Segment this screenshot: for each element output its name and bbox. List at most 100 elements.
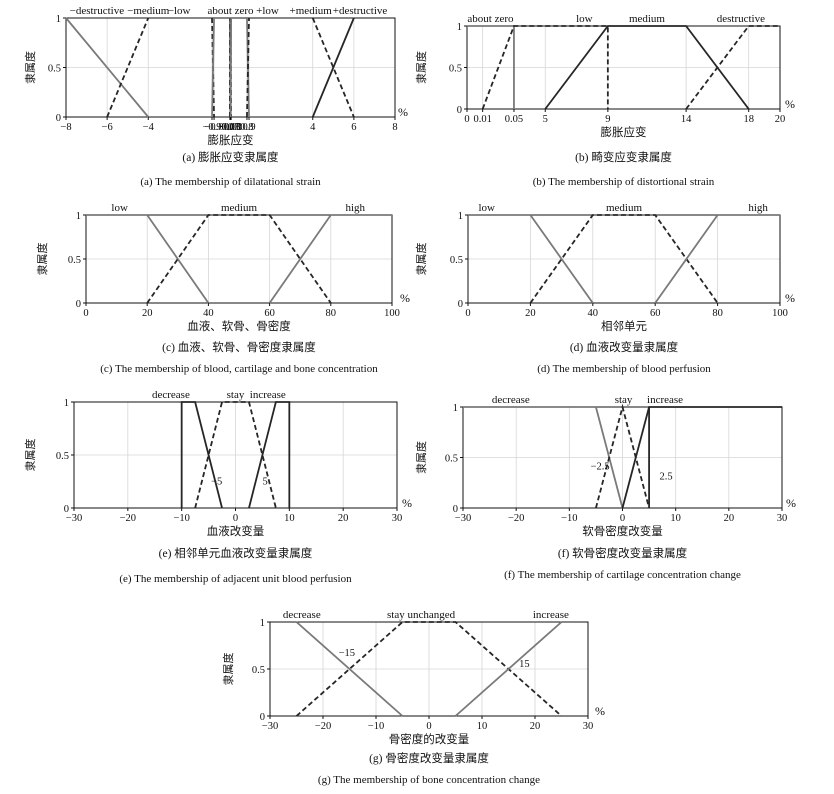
y-tick-label: 0: [64, 504, 69, 515]
unit-label: %: [785, 291, 795, 305]
term-label: medium: [629, 13, 665, 25]
y-tick-label: 0: [76, 299, 81, 310]
y-tick-label: 0.5: [449, 64, 462, 75]
unit-label: %: [785, 97, 795, 111]
x-axis-label: 相邻单元: [601, 320, 647, 333]
x-tick-label: −10: [368, 721, 384, 732]
membership-line: [654, 214, 780, 304]
term-label: decrease: [492, 394, 530, 406]
term-label: −low: [168, 5, 191, 17]
caption-en: (c) The membership of blood, cartilage a…: [100, 363, 378, 375]
x-tick-label: 100: [384, 308, 400, 319]
y-tick-label: 0.5: [68, 255, 81, 266]
x-tick-label: −0.03: [218, 122, 242, 133]
x-tick-label: −20: [508, 513, 524, 524]
membership-line: [146, 214, 332, 304]
membership-line: [311, 17, 355, 118]
caption-en: (g) The membership of bone concentration…: [318, 774, 540, 786]
term-label: stay: [615, 394, 633, 406]
x-tick-label: −30: [455, 513, 471, 524]
term-label: −medium: [127, 5, 170, 17]
y-tick-label: 1: [64, 398, 69, 409]
x-tick-label: 20: [525, 308, 536, 319]
term-label: stay: [227, 389, 245, 401]
term-label: destructive: [717, 13, 765, 25]
x-tick-label: −10: [173, 513, 189, 524]
x-axis-label: 骨密度的改变量: [389, 732, 470, 746]
caption-cn: (e) 相邻单元血液改变量隶属度: [159, 546, 313, 560]
membership-line: [595, 403, 650, 509]
x-tick-label: 0: [620, 513, 625, 524]
caption-cn: (b) 畸变应变隶属度: [575, 150, 672, 164]
y-tick-label: 0.5: [252, 665, 265, 676]
term-label: about zero: [207, 5, 254, 17]
x-tick-label: 40: [203, 308, 214, 319]
membership-line: [463, 406, 624, 509]
x-tick-label: 0.03: [222, 122, 240, 133]
y-tick-label: 1: [457, 22, 462, 33]
x-tick-label: 10: [670, 513, 681, 524]
term-label: increase: [250, 389, 286, 401]
y-tick-label: 0.5: [56, 451, 69, 462]
caption-cn: (c) 血液、软骨、骨密度隶属度: [162, 340, 316, 354]
x-tick-label: 40: [588, 308, 599, 319]
caption-cn: (g) 骨密度改变量隶属度: [369, 751, 489, 765]
x-axis-label: 血液、软骨、骨密度: [187, 319, 291, 333]
caption-en: (f) The membership of cartilage concentr…: [504, 569, 741, 581]
term-label: increase: [647, 394, 683, 406]
x-tick-label: 0: [464, 114, 469, 125]
term-label: medium: [221, 202, 257, 214]
membership-line: [311, 17, 355, 118]
x-tick-label: 0: [233, 513, 238, 524]
membership-line: [65, 17, 149, 118]
membership-line: [268, 214, 392, 304]
annotation-label: −2.5: [591, 462, 610, 473]
x-tick-label: 0.05: [505, 114, 523, 125]
y-tick-label: 0: [458, 299, 463, 310]
unit-label: %: [595, 704, 605, 718]
term-label: high: [748, 202, 768, 214]
membership-line: [468, 214, 594, 304]
x-tick-label: −4: [143, 122, 155, 133]
x-tick-label: −30: [66, 513, 82, 524]
x-tick-label: 20: [775, 114, 786, 125]
y-tick-label: 0: [260, 712, 265, 723]
membership-line: [211, 17, 215, 118]
annotation-label: −5: [211, 477, 222, 488]
membership-line: [454, 621, 563, 717]
term-label: +medium: [290, 5, 333, 17]
membership-line: [246, 17, 250, 118]
x-tick-label: 0: [465, 308, 470, 319]
x-tick-label: 0.9: [242, 122, 255, 133]
y-axis-label: 隶属度: [23, 51, 37, 84]
membership-line: [295, 621, 404, 717]
term-label: high: [345, 202, 365, 214]
y-axis-label: 隶属度: [414, 441, 428, 474]
y-axis-label: 隶属度: [23, 439, 37, 472]
x-tick-label: 10: [477, 721, 488, 732]
y-axis-label: 隶属度: [414, 243, 428, 276]
x-tick-label: 0: [83, 308, 88, 319]
membership-line: [194, 401, 277, 509]
y-tick-label: 0: [457, 105, 462, 116]
membership-line: [248, 401, 291, 509]
x-tick-label: 80: [712, 308, 723, 319]
x-tick-label: −20: [315, 721, 331, 732]
x-axis-label: 血液改变量: [207, 524, 265, 538]
x-tick-label: 0.8: [240, 122, 253, 133]
annotation-label: 15: [519, 659, 530, 670]
x-tick-label: 6: [351, 122, 356, 133]
unit-label: %: [398, 105, 408, 119]
y-tick-label: 1: [76, 211, 81, 222]
x-tick-label: 14: [681, 114, 692, 125]
x-tick-label: −10: [561, 513, 577, 524]
x-tick-label: 5: [543, 114, 548, 125]
x-tick-label: −20: [120, 513, 136, 524]
x-tick-label: −0.01: [218, 122, 242, 133]
